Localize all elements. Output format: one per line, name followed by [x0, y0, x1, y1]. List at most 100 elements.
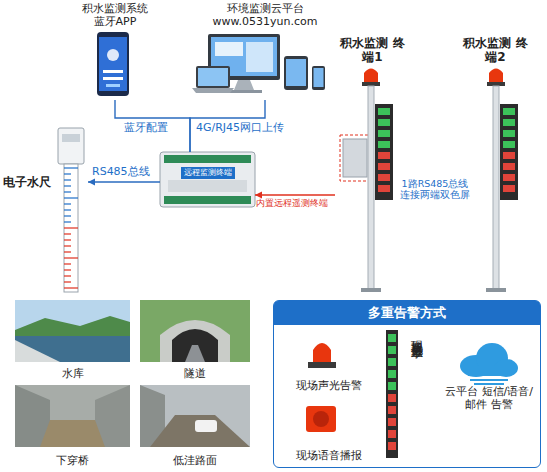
tunnel-portal — [160, 320, 230, 362]
siren-light — [364, 69, 378, 83]
ruler-mark — [64, 263, 71, 264]
ruler-mark — [64, 227, 78, 228]
ruler-mark — [64, 287, 78, 288]
led-character — [503, 119, 515, 126]
ruler-head-panel — [62, 134, 80, 142]
ruler-bar — [64, 164, 78, 292]
connector — [88, 181, 160, 182]
cloud-icon — [470, 379, 508, 381]
pole-base — [361, 288, 381, 292]
app-field — [103, 77, 123, 80]
node-text: 现场声光告警 — [279, 379, 379, 392]
led-character — [378, 141, 390, 148]
siren-light — [313, 343, 331, 362]
device-node: 积水监测 终端2 — [458, 36, 533, 292]
app-button — [106, 84, 120, 87]
tablet-screen — [286, 59, 306, 86]
ruler-mark — [64, 209, 71, 210]
node-text: 隧道 — [140, 367, 250, 380]
tunnel-mouth — [172, 329, 218, 362]
ruler-mark — [64, 191, 71, 192]
led-screen — [386, 330, 398, 458]
ruler-mark — [64, 275, 71, 276]
node-text: 低洼路面 — [140, 454, 250, 467]
arrow-head — [88, 179, 95, 186]
flood-water — [40, 420, 105, 447]
cloud-icon — [468, 366, 508, 376]
device-node: 积水监测系统 蓝牙APP — [75, 2, 155, 100]
tunnel-road — [185, 345, 205, 362]
rtu-panel — [168, 180, 247, 192]
underpass-wall — [15, 385, 130, 447]
ruler-mark — [64, 221, 71, 222]
highlight-frame — [340, 135, 370, 181]
road-background — [140, 385, 250, 447]
laptop-lid — [196, 66, 230, 88]
led-character — [388, 358, 396, 366]
phone-body — [312, 66, 325, 90]
tablet-body — [284, 56, 308, 90]
device-node: 环境监测云平台 www.0531yun.com — [190, 2, 340, 100]
connector-label: 内置远程遥测终端 — [256, 198, 338, 209]
led-character — [388, 382, 396, 390]
controller-box — [343, 139, 367, 177]
node-text: 电子水尺 — [3, 175, 57, 189]
led-character — [378, 152, 390, 159]
device-node: 水库 — [15, 300, 130, 380]
device-node: 远程监测终端 — [160, 152, 255, 207]
node-text: 下穿桥 — [15, 454, 130, 467]
led-character — [503, 130, 515, 137]
car — [195, 420, 217, 432]
led-character — [503, 174, 515, 181]
connector — [255, 194, 335, 195]
led-character — [388, 346, 396, 354]
ruler-mark — [64, 239, 71, 240]
led-character — [503, 185, 515, 192]
flooded-road — [150, 415, 250, 447]
laptop-base — [192, 88, 234, 93]
tunnel-hill — [140, 300, 250, 362]
node-text: 云平台 短信/语音/邮件 告警 — [444, 385, 534, 411]
led-character — [388, 334, 396, 342]
ruler-mark — [64, 269, 71, 270]
ruler-mark — [64, 203, 71, 204]
led-character — [378, 163, 390, 170]
led-character — [388, 430, 396, 438]
device-node: 电子水尺 — [3, 125, 88, 295]
led-character — [388, 394, 396, 402]
reservoir-dam — [15, 340, 60, 362]
alarm-item: 现场声光告警 — [279, 379, 379, 397]
led-character — [388, 418, 396, 426]
led-character — [378, 174, 390, 181]
node-text: 水库 — [15, 367, 130, 380]
laptop-screen — [198, 68, 228, 86]
led-character — [378, 108, 390, 115]
node-text: 远程监测终端 — [181, 167, 235, 179]
alarm-item: 现场双色屏幕显示 — [402, 331, 432, 463]
alarm-item: 现场语音播报 — [279, 449, 379, 465]
device-node: 隧道 — [140, 300, 250, 380]
node-text: 现场语音播报 — [279, 449, 379, 462]
ruler-mark — [64, 179, 71, 180]
terminal-strip — [164, 155, 251, 163]
alarm-panel: 多重告警方式现场声光告警现场语音播报现场双色屏幕显示云平台 短信/语音/邮件 告… — [273, 300, 541, 468]
device-node: 积水监测 终端1 — [335, 36, 410, 292]
pole — [493, 86, 499, 290]
pole-base — [486, 288, 506, 292]
ruler-mark — [64, 197, 78, 198]
speaker-box — [306, 406, 336, 432]
led-screen — [375, 104, 393, 200]
device-node: 低洼路面 — [140, 385, 250, 467]
ruler-mark — [64, 281, 71, 282]
led-character — [388, 370, 396, 378]
phone-screen — [99, 37, 127, 91]
reservoir-water — [15, 336, 130, 362]
speaker-cone — [313, 411, 329, 427]
connector — [115, 100, 190, 152]
connector-label: 4G/RJ45网口上传 — [196, 121, 306, 134]
phone-screen — [314, 68, 324, 87]
siren-base — [362, 82, 380, 86]
